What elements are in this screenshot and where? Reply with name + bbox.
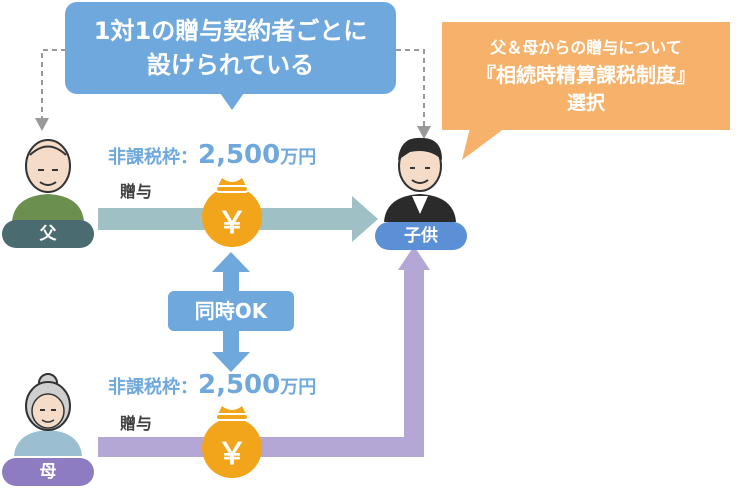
lower-gift-label: 贈与 xyxy=(120,414,153,433)
lower-limit-prefix: 非課税枠： xyxy=(108,377,198,398)
simultaneous-arrow-top xyxy=(212,252,250,272)
upper-limit-unit: 万円 xyxy=(280,147,317,168)
callout-arrow-right xyxy=(417,126,431,139)
callout-dashed-line-left xyxy=(41,49,66,120)
lower-limit-amount: 2,500 xyxy=(198,370,281,400)
callout-arrow-left xyxy=(35,118,49,131)
callout-dashed-line-right xyxy=(396,49,425,128)
callout-per-contract-line1: 1対1の贈与契約者ごとに xyxy=(93,17,368,45)
money-bag-icon-upper xyxy=(202,178,262,247)
callout-tail-blue xyxy=(220,93,244,110)
callout-per-contract: 1対1の贈与契約者ごとに 設けられている xyxy=(65,2,396,94)
simultaneous-arrow-bottom xyxy=(212,352,250,372)
upper-limit-prefix: 非課税枠： xyxy=(108,147,198,168)
callout-tail-orange xyxy=(462,128,505,160)
upper-tax-free-limit: 非課税枠：2,500万円 xyxy=(108,140,316,170)
upper-yen-symbol: ￥ xyxy=(217,206,247,241)
callout-system-line3: 選択 xyxy=(566,92,605,114)
child-avatar-icon xyxy=(384,137,456,222)
lower-flow-arrow-head xyxy=(398,246,430,270)
father-label: 父 xyxy=(2,220,94,248)
lower-yen-symbol: ￥ xyxy=(217,437,247,472)
lower-tax-free-limit: 非課税枠：2,500万円 xyxy=(108,370,316,400)
child-label: 子供 xyxy=(375,222,467,250)
upper-limit-amount: 2,500 xyxy=(198,140,281,170)
upper-gift-label: 贈与 xyxy=(120,182,153,201)
money-bag-icon-lower xyxy=(202,406,262,478)
callout-system-selection: 父＆母からの贈与について 『相続時精算課税制度』 選択 xyxy=(442,22,730,130)
upper-flow-arrow-head xyxy=(352,196,378,242)
father-avatar-icon xyxy=(12,139,84,222)
lower-limit-unit: 万円 xyxy=(280,377,317,398)
mother-avatar-icon xyxy=(14,373,82,456)
mother-label: 母 xyxy=(2,458,94,486)
callout-system-line2: 『相続時精算課税制度』 xyxy=(476,63,696,87)
callout-system-line1: 父＆母からの贈与について xyxy=(490,38,682,57)
simultaneous-ok-label: 同時OK xyxy=(168,291,294,331)
callout-per-contract-line2: 設けられている xyxy=(146,51,315,79)
